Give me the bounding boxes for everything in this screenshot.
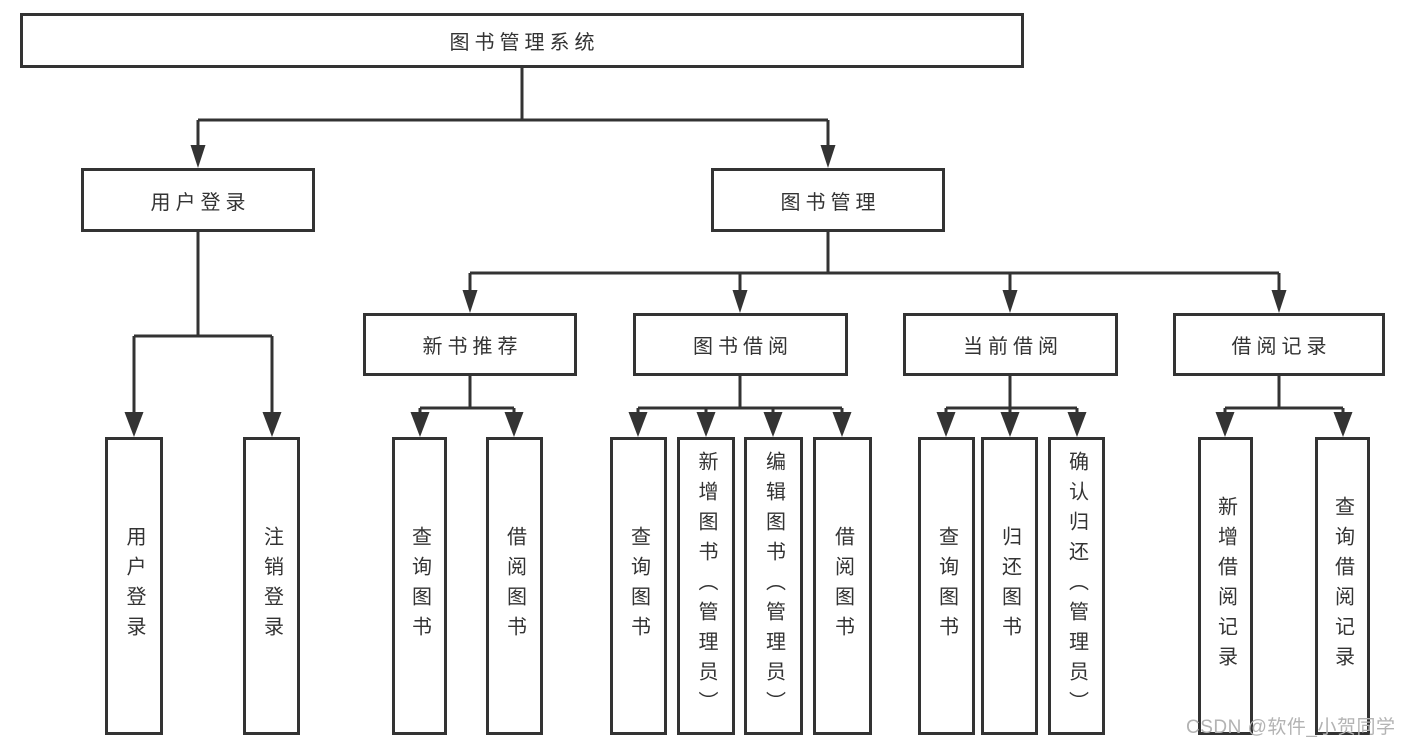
arrowhead [936,412,956,437]
connector-borrow-records-to-leaves [1223,376,1345,414]
leaf-logout: 注销登录 [243,437,300,735]
arrowhead [1067,412,1087,437]
connector-current-borrow-to-leaves [944,376,1079,414]
node-label: 借阅记录 [1231,336,1332,358]
arrowhead [190,145,206,168]
arrowhead [1002,290,1018,313]
leaf-edit-books-admin: 编辑图书（管理员） [744,437,803,735]
node-label: 图书管理系统 [449,32,600,54]
node-label: 借阅图书 [503,526,526,646]
arrowhead [410,412,430,437]
node-book-borrow: 图书借阅 [633,313,848,376]
node-label: 新增图书（管理员） [695,451,717,721]
arrowhead [462,290,478,313]
arrowhead [820,145,836,168]
leaf-user-login: 用户登录 [105,437,163,735]
node-label: 查询图书 [408,526,431,646]
leaf-add-books-admin: 新增图书（管理员） [677,437,735,735]
arrowheads [124,145,1353,437]
arrowhead [732,290,748,313]
leaf-confirm-return-admin: 确认归还（管理员） [1048,437,1105,735]
arrowhead [1333,412,1353,437]
watermark-text: CSDN @软件_小贺同学 [1186,717,1396,738]
leaf-borrow-books-recommend: 借阅图书 [486,437,543,735]
node-label: 确认归还（管理员） [1065,451,1088,721]
node-new-book-recommend: 新书推荐 [363,313,577,376]
connector-book-borrow-to-leaves [636,376,844,414]
node-label: 用户登录 [123,526,145,646]
leaf-borrow-books: 借阅图书 [813,437,872,735]
leaf-query-borrow-record: 查询借阅记录 [1315,437,1370,735]
arrowhead [1215,412,1235,437]
node-label: 新增借阅记录 [1214,496,1237,676]
node-root: 图书管理系统 [20,13,1024,68]
node-label: 图书管理 [780,191,881,214]
node-label: 新书推荐 [422,336,523,358]
node-label: 借阅图书 [831,526,854,646]
node-label: 查询借阅记录 [1331,496,1354,676]
arrowhead [1000,412,1020,437]
arrowhead [1271,290,1287,313]
arrowhead [628,412,648,437]
connector-user-login-to-leaves [132,232,274,414]
arrowhead [832,412,852,437]
node-label: 查询图书 [627,526,650,646]
arrowhead [504,412,524,437]
node-label: 归还图书 [998,526,1021,646]
leaf-return-books: 归还图书 [981,437,1038,735]
connector-book-mgmt-to-level3 [468,232,1281,291]
node-label: 当前借阅 [963,336,1063,358]
node-borrow-records: 借阅记录 [1173,313,1385,376]
leaf-query-books-current: 查询图书 [918,437,975,735]
node-label: 用户登录 [150,191,251,214]
node-label: 图书借阅 [693,336,793,358]
connector-lines [132,68,1345,414]
node-label: 查询图书 [935,526,958,646]
arrowhead [124,412,144,437]
node-label: 注销登录 [260,526,283,646]
leaf-add-borrow-record: 新增借阅记录 [1198,437,1253,735]
arrowhead [763,412,783,437]
arrowhead [262,412,282,437]
leaf-query-books-borrow: 查询图书 [610,437,667,735]
connector-new-book-to-leaves [418,376,516,414]
node-label: 编辑图书（管理员） [762,451,785,721]
node-book-management: 图书管理 [711,168,945,232]
arrowhead [696,412,716,437]
leaf-query-books-recommend: 查询图书 [392,437,447,735]
node-current-borrow: 当前借阅 [903,313,1118,376]
node-user-login-branch: 用户登录 [81,168,315,232]
connector-root-to-branches [196,68,830,146]
